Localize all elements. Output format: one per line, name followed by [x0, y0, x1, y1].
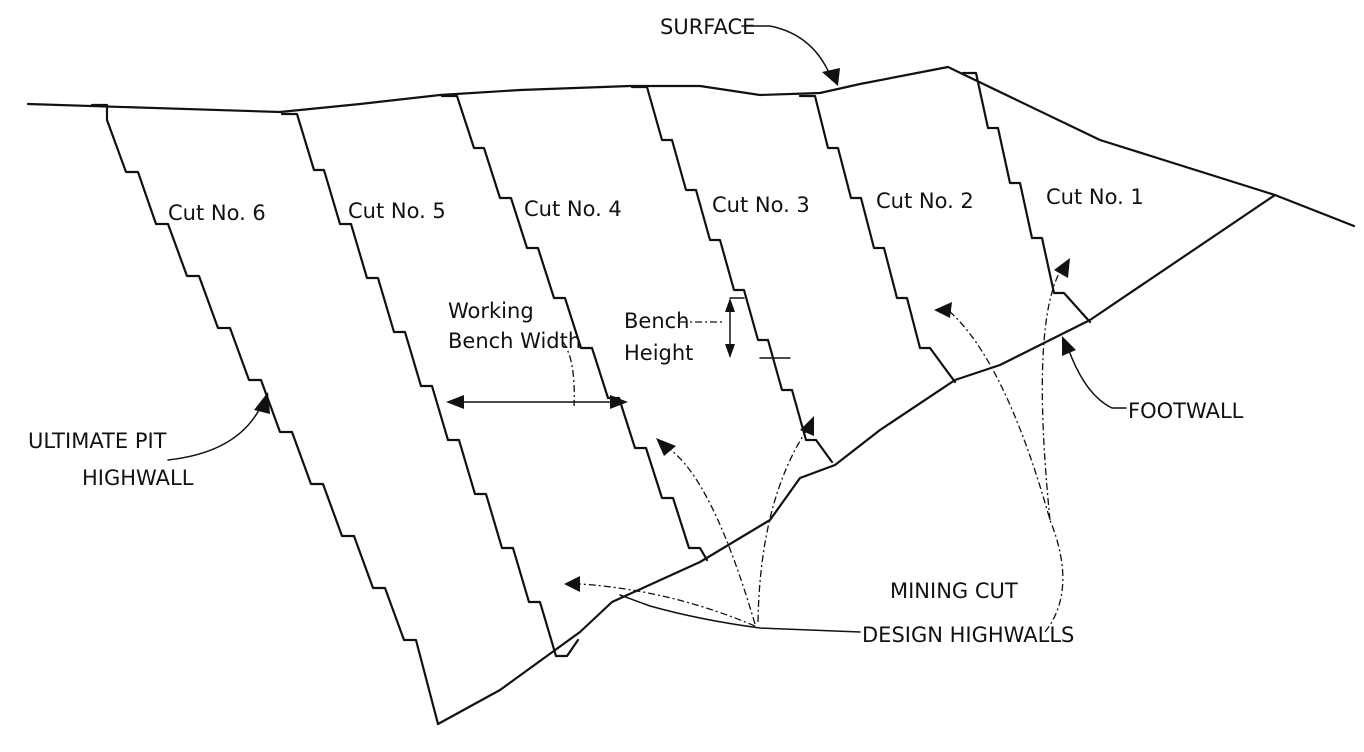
footwall-leader — [1067, 347, 1127, 409]
cut-label-2: Cut No. 2 — [876, 189, 974, 213]
cut-highwall-4-line — [440, 94, 709, 562]
ultimate-pit-label-line2: HIGHWALL — [82, 466, 194, 490]
cut-label-4: Cut No. 4 — [524, 197, 622, 221]
mining-cut-leader-to-cut3 — [757, 427, 809, 623]
working-bench-label-line1: Working — [448, 299, 534, 323]
working-bench-arrowhead-left — [446, 395, 464, 409]
cut-highwall-5-line — [280, 112, 580, 658]
cut-highwall-2-line — [798, 94, 957, 384]
surface-leader — [741, 25, 833, 81]
mining-cut-arrowhead-cut1 — [1054, 258, 1070, 278]
working-bench-arrowhead-right — [610, 395, 628, 409]
ultimate-pit-highwall-line — [90, 103, 440, 726]
cut-label-6: Cut No. 6 — [168, 201, 266, 225]
mining-cut-leader-to-cut1 — [1041, 267, 1063, 521]
footwall-line — [436, 193, 1277, 726]
surface-arrowhead — [822, 68, 840, 86]
ultimate-pit-arrowhead — [254, 392, 270, 414]
bench-height-label-line2: Height — [624, 341, 693, 365]
mining-cut-arrowhead-cut5 — [564, 576, 580, 592]
cut-label-5: Cut No. 5 — [348, 199, 446, 223]
mining-cut-arrowhead-cut4 — [656, 438, 676, 456]
footwall-arrowhead — [1062, 336, 1076, 356]
bench-height-arrowhead-bottom — [725, 344, 735, 358]
footwall-label: FOOTWALL — [1128, 399, 1244, 423]
working-bench-leader — [562, 341, 575, 407]
ultimate-pit-label-line1: ULTIMATE PIT — [28, 429, 167, 453]
mining-cut-label-line2: DESIGN HIGHWALLS — [862, 623, 1074, 647]
surface-line — [26, 65, 1356, 228]
cut-label-3: Cut No. 3 — [712, 193, 810, 217]
cut-highwall-1-line — [961, 71, 1092, 324]
working-bench-label-line2: Bench Width — [448, 329, 581, 353]
mining-cut-leader-to-cut4 — [667, 447, 756, 625]
mining-cut-label-line1: MINING CUT — [890, 579, 1018, 603]
mining-cut-leader-main — [619, 594, 861, 633]
bench-height-arrowhead-top — [725, 298, 735, 312]
mining-cut-arrowhead-cut2 — [934, 302, 952, 318]
bench-height-label-line1: Bench — [624, 309, 690, 333]
mining-cut-arrowhead-cut3 — [800, 416, 814, 436]
mining-cut-leader-to-cut5 — [579, 583, 756, 627]
cut-highwall-3-line — [630, 85, 834, 464]
surface-label: SURFACE — [660, 15, 755, 39]
mining-cut-leader-to-cut2 — [947, 309, 1064, 633]
ultimate-pit-leader — [167, 403, 263, 461]
cut-label-1: Cut No. 1 — [1046, 185, 1144, 209]
